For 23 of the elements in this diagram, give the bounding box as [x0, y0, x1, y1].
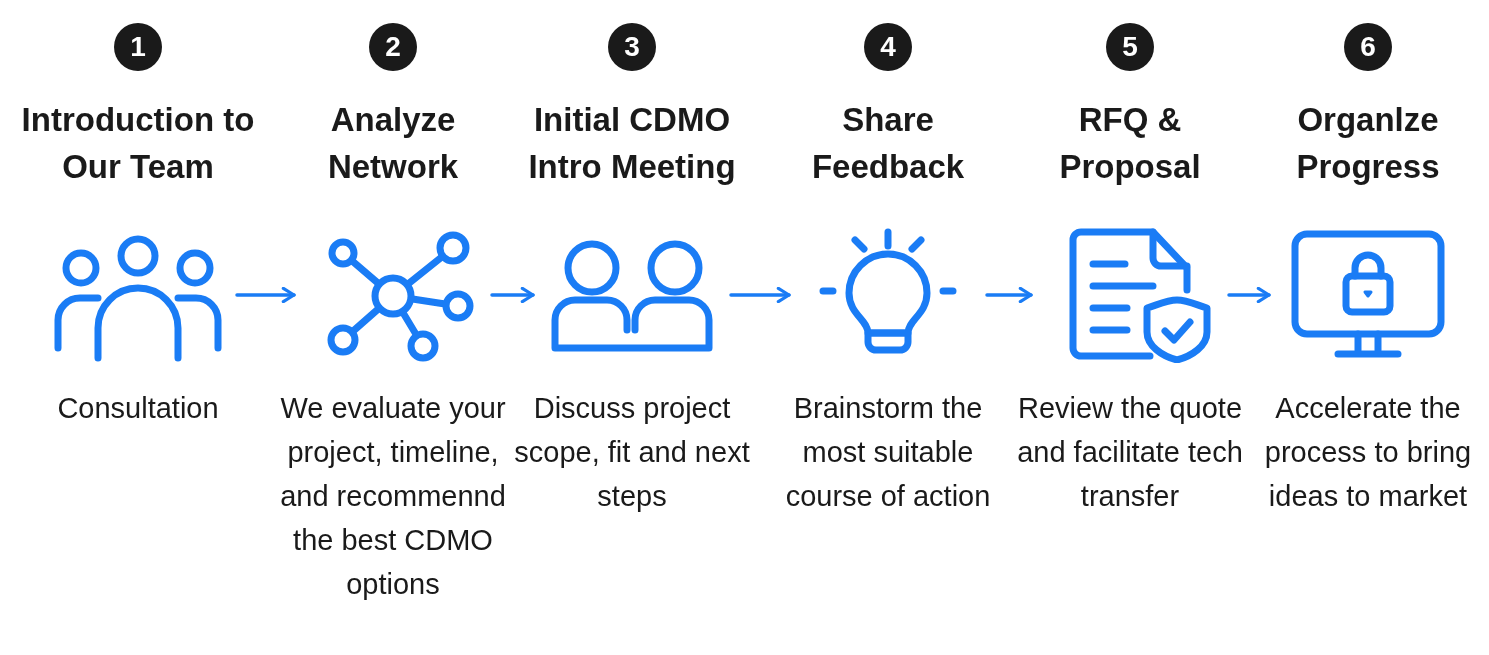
step-title: Analyze Network: [326, 100, 460, 187]
step-description: Consultation: [57, 391, 219, 426]
arrow: [729, 286, 791, 304]
step-number-badge: 5: [1106, 23, 1154, 71]
arrow: [985, 286, 1033, 304]
step-description: We evaluate your project, timeline, and recommennd the best CDMO options: [279, 391, 507, 602]
step-title: Initial CDMO Intro Meeting: [527, 100, 737, 187]
step-title: Share Feedback: [810, 100, 966, 187]
arrow: [235, 286, 296, 304]
step-number-badge: 3: [608, 23, 656, 71]
step-title: Organlze Progress: [1295, 100, 1441, 187]
step-number-badge: 4: [864, 23, 912, 71]
arrow: [1227, 286, 1271, 304]
step-description: Brainstorm the most suitable course of action: [784, 391, 992, 514]
step-title: Introduction to Our Team: [20, 100, 256, 187]
step-number-badge: 2: [369, 23, 417, 71]
step-number-badge: 1: [114, 23, 162, 71]
step-description: Accelerate the process to bring ideas to market: [1263, 391, 1473, 514]
step-description: Review the quote and facilitate tech transfer: [1016, 391, 1244, 514]
step-number-badge: 6: [1344, 23, 1392, 71]
step-title: RFQ & Proposal: [1058, 100, 1202, 187]
arrow: [490, 286, 535, 304]
step-description: Discuss project scope, fit and next steps: [513, 391, 751, 514]
